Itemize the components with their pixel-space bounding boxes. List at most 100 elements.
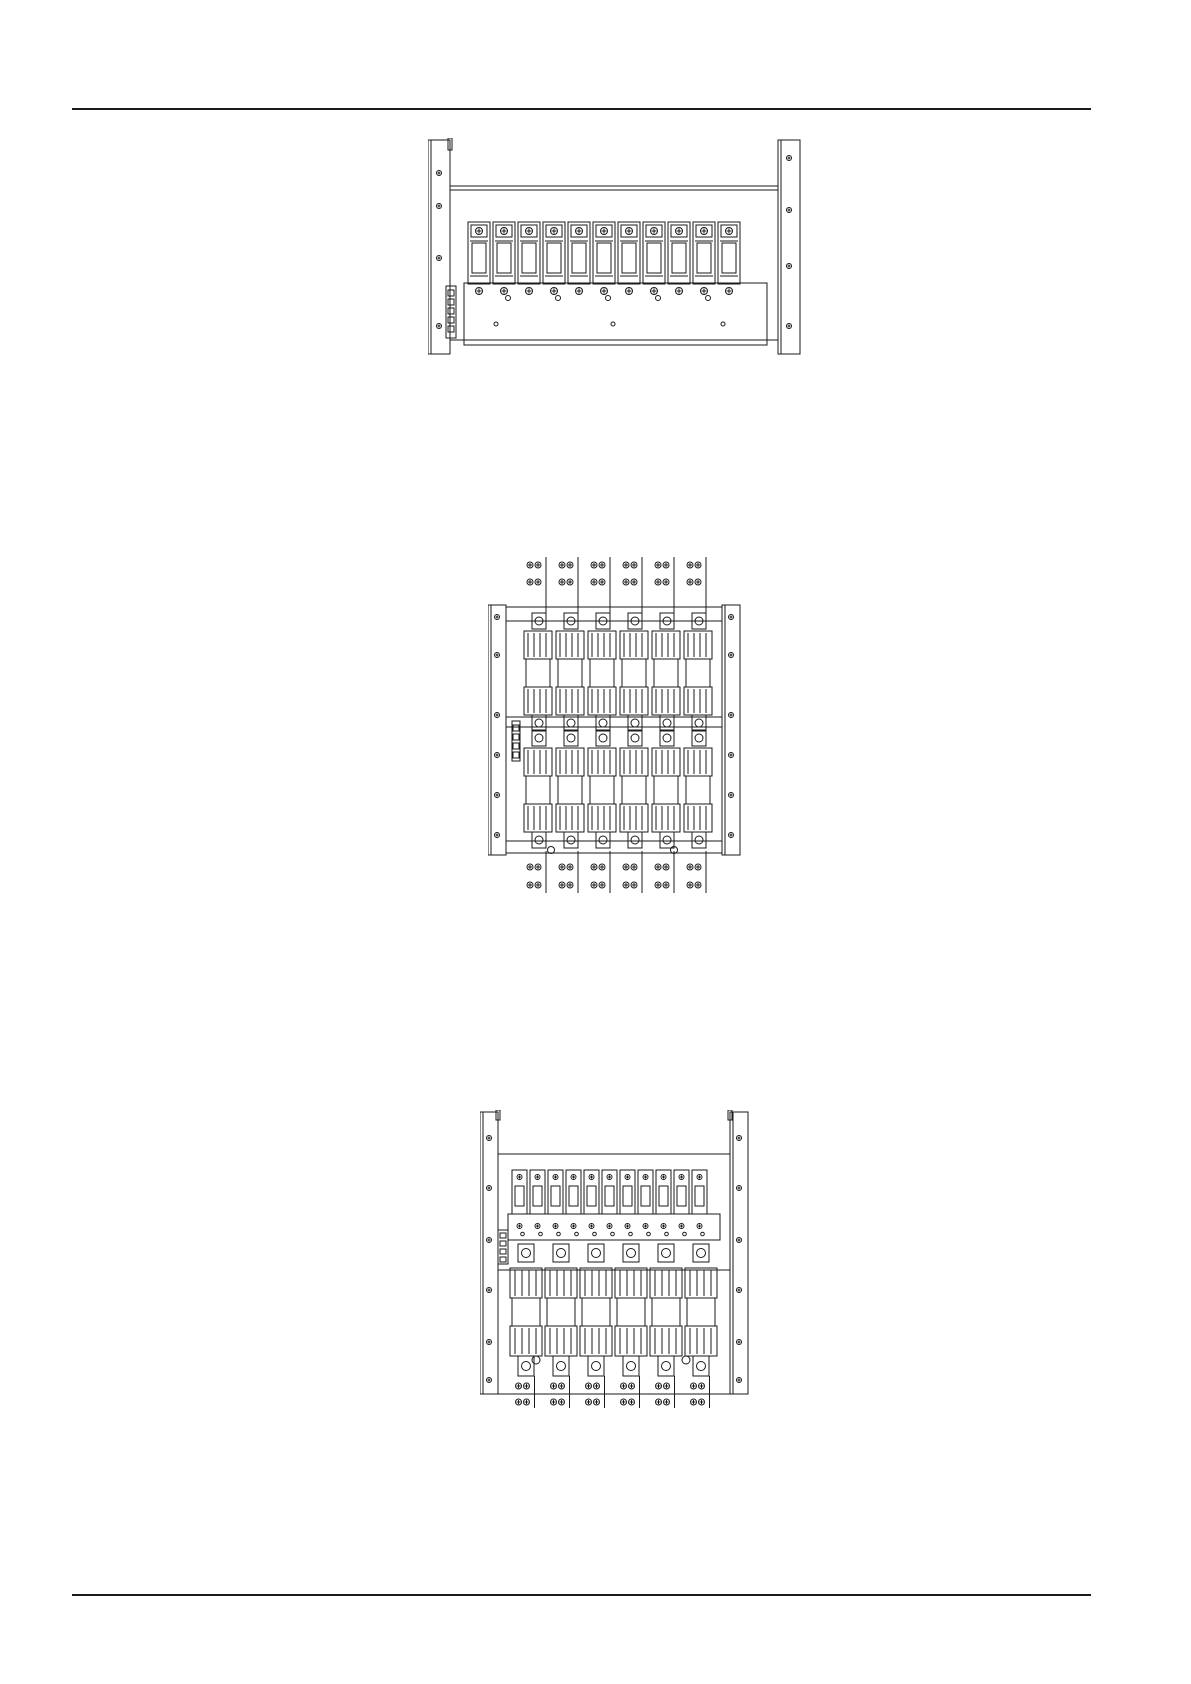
fuse-r2-c2-body (558, 776, 582, 804)
loose-hole-1 (532, 1356, 540, 1364)
left-connector-pin-3 (448, 308, 454, 314)
side-connector-pin-2 (500, 1241, 506, 1246)
breaker-7-body (622, 243, 636, 273)
fuse-c5-top-hole (662, 1249, 671, 1258)
fuse-c6-bottom-hole (697, 1362, 706, 1371)
fuse-c2-top-hole (557, 1249, 566, 1258)
loose-hole-1 (548, 847, 555, 854)
fuse-r2-c3-top-hole (599, 734, 607, 742)
fuse-r2-c1-bottom-tab (532, 832, 546, 848)
breaker-10-cable-hole (706, 296, 711, 301)
breaker-7-body (623, 1186, 632, 1206)
breaker-6-cable-hole (606, 296, 611, 301)
terminal-bar-hole-3 (721, 322, 725, 326)
fuse-r2-c6-bottom-tab (692, 832, 706, 848)
breaker-housing (450, 190, 778, 340)
fuse-c2-top-tab (553, 1244, 569, 1262)
fuse-r2-c2-bottom-tab (564, 832, 578, 848)
fuse-r1-c6-body (686, 659, 710, 687)
fuse-c5-body (652, 1298, 680, 1326)
fuse-c1-bottom-tab (518, 1356, 534, 1376)
fuse-r1-c2-bottom-hole (567, 719, 575, 727)
fuse-r1-c4-body (622, 659, 646, 687)
fuse-c5-bottom-hole (662, 1362, 671, 1371)
fuse-r2-c6-body (686, 776, 710, 804)
fuse-c1-top-hole (522, 1249, 531, 1258)
fuse-c5-top-tab (658, 1244, 674, 1262)
breaker-8-body (641, 1186, 650, 1206)
fuse-r2-c3-bottom-tab (596, 832, 610, 848)
fuse-r2-c4-body (622, 776, 646, 804)
breaker-5-body (572, 243, 586, 273)
fuse-c4-body (617, 1298, 645, 1326)
side-connector-pin-1 (513, 725, 519, 731)
fuse-r2-c1-top-hole (535, 734, 543, 742)
breaker-2-cable-hole (539, 1232, 543, 1236)
left-connector-pin-1 (448, 290, 454, 296)
breaker-1-body (472, 243, 486, 273)
figure-fuse-panel (488, 555, 750, 895)
breaker-9-cable-hole (665, 1232, 669, 1236)
left-connector-pin-2 (448, 299, 454, 305)
fuse-c4-top-tab (623, 1244, 639, 1262)
fuse-r2-c3-body (590, 776, 614, 804)
breaker-8-cable-hole (647, 1232, 651, 1236)
breaker-4-body (569, 1186, 578, 1206)
side-connector-pin-2 (513, 734, 519, 740)
fuse-c1-bottom-hole (522, 1362, 531, 1371)
breaker-1-body (515, 1186, 524, 1206)
fuse-c6-body (687, 1298, 715, 1326)
fuse-r2-c3-top-tab (596, 730, 610, 746)
breaker-10-cable-hole (683, 1232, 687, 1236)
breaker-3-body (551, 1186, 560, 1206)
fuse-c3-top-tab (588, 1244, 604, 1262)
side-connector-pin-4 (513, 752, 519, 758)
fuse-r2-c1-top-tab (532, 730, 546, 746)
fuse-r1-c6-bottom-hole (695, 719, 703, 727)
fuse-c3-top-hole (592, 1249, 601, 1258)
fuse-r1-c2-body (558, 659, 582, 687)
figure-breaker-panel (428, 138, 808, 358)
fuse-r2-c4-top-tab (628, 730, 642, 746)
fuse-c1-body (512, 1298, 540, 1326)
fuse-r2-c3-bottom-hole (599, 836, 607, 844)
figure-combined-panel (480, 1110, 750, 1408)
header-rule (72, 108, 1091, 110)
fuse-c4-bottom-hole (627, 1362, 636, 1371)
left-connector-pin-4 (448, 317, 454, 323)
fuse-r2-c1-bottom-hole (535, 836, 543, 844)
breaker-8-cable-hole (656, 296, 661, 301)
fuse-c2-bottom-hole (557, 1362, 566, 1371)
fuse-r1-c4-bottom-hole (631, 719, 639, 727)
fuse-c6-top-tab (693, 1244, 709, 1262)
breaker-7-cable-hole (629, 1232, 633, 1236)
fuse-r2-c6-top-tab (692, 730, 706, 746)
fuse-c2-bottom-tab (553, 1356, 569, 1376)
fuse-r2-c5-bottom-hole (663, 836, 671, 844)
fuse-r1-c5-body (654, 659, 678, 687)
breaker-4-cable-hole (556, 296, 561, 301)
fuse-r1-c5-bottom-hole (663, 719, 671, 727)
fuse-r1-c1-body (526, 659, 550, 687)
fuse-r2-c4-top-hole (631, 734, 639, 742)
breaker-4-cable-hole (575, 1232, 579, 1236)
fuse-r2-c2-top-tab (564, 730, 578, 746)
fuse-r1-c1-bottom-hole (535, 719, 543, 727)
breaker-3-body (522, 243, 536, 273)
footer-rule (72, 1594, 1091, 1596)
terminal-bar-hole-2 (611, 322, 615, 326)
left-connector-pin-5 (448, 326, 454, 332)
fuse-r2-c2-bottom-hole (567, 836, 575, 844)
fuse-r2-c6-bottom-hole (695, 836, 703, 844)
loose-hole-2 (682, 1356, 690, 1364)
fuse-r2-c4-bottom-hole (631, 836, 639, 844)
fuse-c2-body (547, 1298, 575, 1326)
breaker-6-body (597, 243, 611, 273)
breaker-10-body (697, 243, 711, 273)
breaker-5-cable-hole (593, 1232, 597, 1236)
side-connector-pin-1 (500, 1233, 506, 1238)
fuse-c4-top-hole (627, 1249, 636, 1258)
breaker-8-body (647, 243, 661, 273)
fuse-c3-bottom-hole (592, 1362, 601, 1371)
side-connector-pin-4 (500, 1257, 506, 1262)
